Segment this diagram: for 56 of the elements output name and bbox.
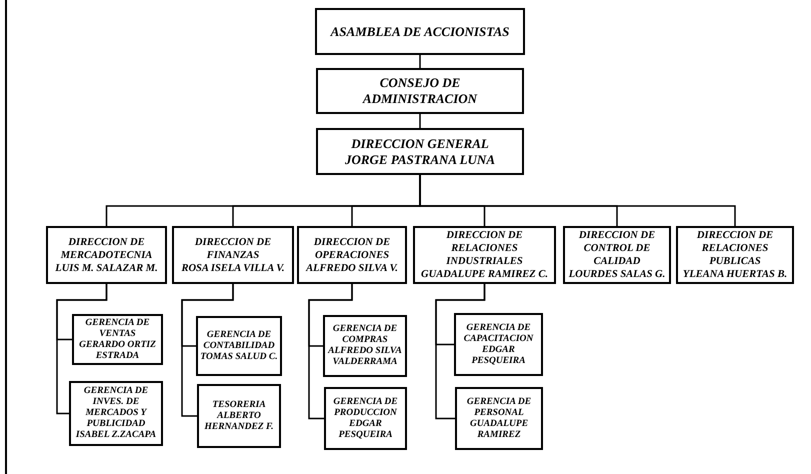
unit-title: DIRECCION DE RELACIONES PUBLICAS <box>696 229 774 268</box>
person-name: GUADALUPE RAMIREZ <box>468 418 530 440</box>
org-box <box>316 128 524 175</box>
person-name: YLEANA HUERTAS B. <box>682 268 788 281</box>
org-box <box>315 8 525 55</box>
unit-title: DIRECCION DE MERCADOTECNIA <box>60 236 154 262</box>
org-box <box>323 315 407 377</box>
person-name: ALFREDO SILVA VALDERRAMA <box>327 346 403 368</box>
connector-line <box>56 284 108 414</box>
unit-title: ASAMBLEA DE ACCIONISTAS <box>330 24 510 40</box>
org-box <box>297 226 407 284</box>
unit-title: GERENCIA DE COMPRAS <box>332 324 398 346</box>
unit-title: DIRECCION DE OPERACIONES <box>312 236 392 262</box>
org-box <box>413 226 556 284</box>
connector-line <box>435 284 486 420</box>
connector-line <box>419 55 421 68</box>
org-box <box>455 387 543 450</box>
person-name: TOMAS SALUD C. <box>200 352 278 362</box>
org-box <box>197 384 281 448</box>
unit-title: DIRECCION DE RELACIONES INDUSTRIALES <box>445 229 524 268</box>
org-box <box>563 226 671 284</box>
unit-title: DIRECCION DE CONTROL DE CALIDAD <box>578 229 656 268</box>
org-box <box>69 381 163 446</box>
org-box <box>676 226 794 284</box>
org-box <box>72 314 163 365</box>
connector-line <box>419 114 421 128</box>
unit-title: GERENCIA DE CAPACITACION <box>462 322 534 344</box>
person-name: JORGE PASTRANA LUNA <box>344 152 495 168</box>
connector-line <box>308 284 353 420</box>
unit-title: DIRECCION GENERAL <box>351 136 489 152</box>
unit-title: GERENCIA DE VENTAS <box>84 318 151 340</box>
unit-title: TESORERIA <box>212 400 266 410</box>
unit-title: GERENCIA DE PERSONAL <box>466 396 532 418</box>
person-name: ALBERTO HERNANDEZ F. <box>204 410 274 432</box>
person-name: LOURDES SALAS G. <box>568 268 666 281</box>
unit-title: GERENCIA DE INVES. DE MERCADOS Y PUBLICIDAD <box>82 386 150 430</box>
unit-title: GERENCIA DE PRODUCCION <box>332 396 399 418</box>
person-name: ROSA ISELA VILLA V. <box>181 262 285 274</box>
org-box <box>172 226 294 284</box>
person-name: EDGAR PESQUEIRA <box>338 418 394 440</box>
org-box <box>46 226 167 284</box>
unit-title: CONSEJO DE ADMINISTRACION <box>361 75 478 107</box>
org-box <box>316 68 524 114</box>
connector-line <box>181 284 234 417</box>
org-box <box>196 316 282 376</box>
person-name: GERARDO ORTIZ ESTRADA <box>78 340 157 362</box>
person-name: ALFREDO SILVA V. <box>306 262 398 274</box>
unit-title: DIRECCION DE FINANZAS <box>194 236 272 262</box>
org-box <box>324 387 407 450</box>
org-box <box>454 313 543 376</box>
person-name: GUADALUPE RAMIREZ C. <box>421 268 548 281</box>
connector-line <box>419 175 736 226</box>
unit-title: GERENCIA DE CONTABILIDAD <box>202 330 276 352</box>
person-name: LUIS M. SALAZAR M. <box>55 262 158 274</box>
person-name: ISABEL Z.ZACAPA <box>76 430 156 441</box>
person-name: EDGAR PESQUEIRA <box>470 344 526 366</box>
